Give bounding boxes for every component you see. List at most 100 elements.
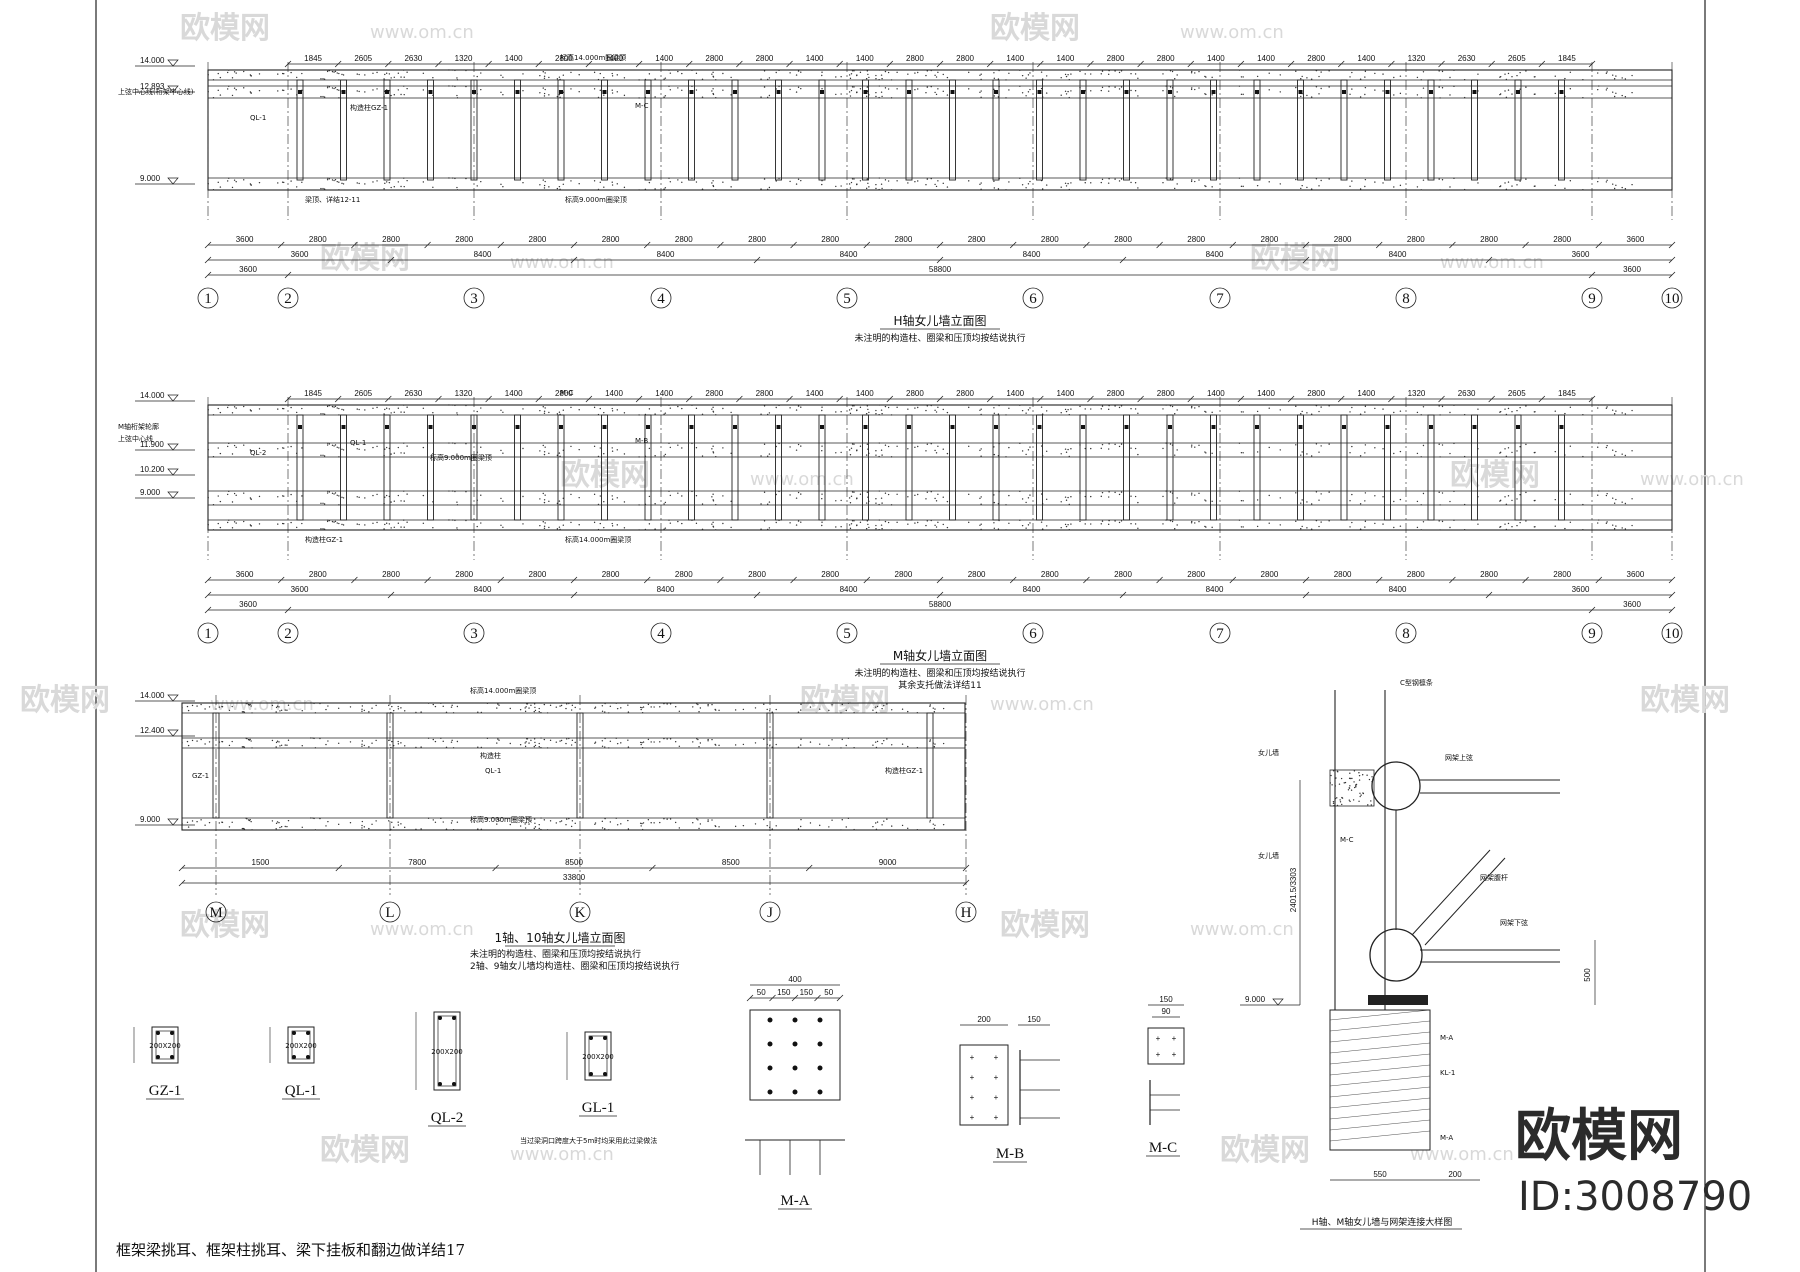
concrete-dot bbox=[375, 704, 377, 707]
concrete-dot bbox=[574, 706, 576, 709]
concrete-dot bbox=[653, 706, 655, 708]
concrete-dot bbox=[914, 446, 916, 449]
concrete-dot bbox=[546, 747, 549, 749]
concrete-dot bbox=[1211, 526, 1213, 529]
concrete-dot bbox=[1320, 87, 1322, 90]
lower-dim-2-value: 8400 bbox=[1206, 585, 1224, 594]
concrete-dot bbox=[403, 76, 405, 78]
concrete-dot bbox=[615, 737, 617, 739]
section-title: QL-2 bbox=[431, 1110, 464, 1126]
concrete-dot bbox=[850, 73, 853, 75]
concrete-dot bbox=[1358, 774, 1361, 777]
concrete-dot bbox=[486, 702, 489, 705]
concrete-dot bbox=[1453, 519, 1455, 521]
concrete-dot bbox=[1463, 503, 1466, 506]
concrete-dot bbox=[1130, 523, 1132, 525]
concrete-dot bbox=[664, 95, 667, 97]
concrete-dot bbox=[930, 443, 932, 445]
concrete-dot bbox=[692, 706, 694, 708]
concrete-dot bbox=[1343, 782, 1345, 784]
dim-tick bbox=[753, 256, 761, 264]
concrete-dot bbox=[1242, 452, 1244, 454]
stud-dot bbox=[817, 1017, 823, 1023]
concrete-dot bbox=[1615, 75, 1617, 77]
concrete-dot bbox=[341, 73, 343, 76]
concrete-dot bbox=[385, 72, 388, 74]
axis-bubble-circle bbox=[1661, 622, 1683, 644]
concrete-dot bbox=[1256, 410, 1259, 413]
concrete-dot bbox=[326, 87, 329, 89]
embedded-plate-mark bbox=[1298, 425, 1303, 429]
concrete-dot bbox=[594, 823, 596, 826]
concrete-dot bbox=[338, 97, 340, 99]
concrete-dot bbox=[533, 738, 536, 740]
concrete-dot bbox=[926, 86, 929, 88]
concrete-dot bbox=[181, 707, 183, 709]
concrete-dot bbox=[968, 71, 970, 74]
concrete-dot bbox=[1070, 90, 1072, 92]
concrete-dot bbox=[763, 86, 766, 88]
concrete-dot bbox=[1025, 412, 1027, 414]
concrete-dot bbox=[601, 705, 604, 707]
constructional-column bbox=[818, 414, 826, 521]
concrete-dot bbox=[659, 741, 661, 743]
concrete-dot bbox=[538, 823, 540, 826]
concrete-dot bbox=[456, 412, 458, 414]
dim-tick bbox=[1595, 241, 1603, 249]
concrete-dot bbox=[866, 178, 869, 180]
concrete-dot bbox=[226, 180, 229, 182]
concrete-dot bbox=[1621, 453, 1623, 455]
concrete-dot bbox=[1422, 521, 1425, 523]
frame-beam bbox=[1329, 1009, 1431, 1151]
concrete-dot bbox=[604, 711, 606, 713]
concrete-dot bbox=[502, 94, 504, 96]
concrete-dot bbox=[1310, 503, 1313, 505]
concrete-dot bbox=[884, 87, 887, 89]
concrete-dot bbox=[851, 178, 854, 180]
concrete-dot bbox=[841, 819, 843, 821]
level-mark-value: 14.000 bbox=[140, 56, 165, 65]
level-mark-triangle bbox=[167, 694, 179, 702]
axis-bubble-label: M bbox=[209, 905, 222, 921]
concrete-dot bbox=[328, 69, 331, 72]
constructional-column bbox=[386, 712, 394, 819]
concrete-dot bbox=[891, 825, 893, 827]
concrete-dot bbox=[979, 497, 981, 500]
concrete-dot bbox=[1499, 451, 1502, 454]
concrete-dot bbox=[385, 522, 388, 524]
concrete-dot bbox=[338, 456, 340, 458]
concrete-dot bbox=[677, 492, 679, 494]
concrete-dot bbox=[997, 188, 1000, 190]
concrete-dot bbox=[1027, 183, 1030, 185]
concrete-dot bbox=[1045, 410, 1048, 412]
concrete-dot bbox=[570, 71, 572, 74]
concrete-dot bbox=[448, 177, 450, 179]
lower-dim-3-value: 58800 bbox=[929, 265, 952, 274]
concrete-dot bbox=[533, 710, 535, 713]
concrete-dot bbox=[841, 703, 843, 706]
hatch-line bbox=[1329, 1097, 1431, 1109]
concrete-dot bbox=[1108, 519, 1110, 522]
concrete-dot bbox=[278, 741, 280, 743]
concrete-dot bbox=[1438, 443, 1440, 446]
concrete-dot bbox=[415, 828, 417, 831]
concrete-dot bbox=[599, 447, 601, 449]
concrete-dot bbox=[1612, 409, 1614, 411]
concrete-dot bbox=[326, 520, 329, 523]
concrete-dot bbox=[328, 178, 331, 180]
concrete-dot bbox=[349, 706, 352, 708]
concrete-dot bbox=[243, 179, 245, 181]
concrete-dot bbox=[1449, 411, 1451, 414]
concrete-dot bbox=[1525, 70, 1527, 72]
concrete-dot bbox=[1114, 520, 1116, 522]
concrete-dot bbox=[722, 447, 724, 449]
concrete-dot bbox=[1310, 188, 1313, 190]
dim-tick bbox=[334, 60, 342, 68]
detail-title: H轴、M轴女儿墙与网架连接大样图 bbox=[1312, 1216, 1453, 1228]
embedded-plate-mark bbox=[1429, 90, 1433, 94]
concrete-dot bbox=[312, 817, 314, 819]
concrete-dot bbox=[878, 96, 880, 99]
concrete-dot bbox=[1554, 184, 1556, 187]
concrete-dot bbox=[1597, 180, 1599, 183]
rebar-dot bbox=[292, 1055, 296, 1059]
